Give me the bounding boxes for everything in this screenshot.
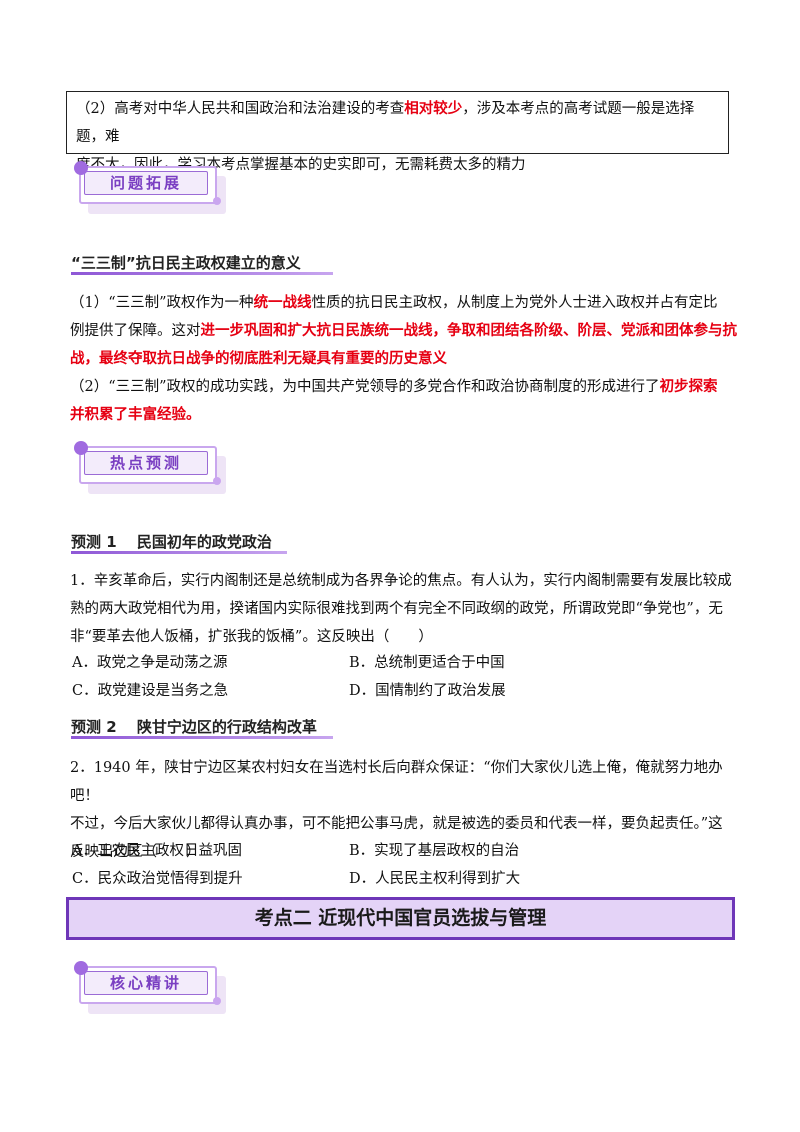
- predict1-title: 预测 1 民国初年的政党政治: [71, 533, 272, 551]
- badge-dot-icon: [74, 441, 88, 455]
- predict1-option-d: D．国情制约了政治发展: [349, 683, 506, 699]
- predict1-option-a: A．政党之争是动荡之源: [72, 655, 228, 671]
- badge-dot-icon: [213, 477, 221, 485]
- para1-line2: 例提供了保障。这对进一步巩固和扩大抗日民族统一战线，争取和团结各阶级、阶层、党派…: [70, 322, 737, 339]
- badge-dot-icon: [74, 161, 88, 175]
- predict1-underline: [71, 551, 287, 554]
- kaodian2-banner: 考点二 近现代中国官员选拔与管理: [66, 897, 735, 940]
- predict1-option-c: C．政党建设是当务之急: [72, 683, 229, 699]
- note-line-1: （2）高考对中华人民共和国政治和法治建设的考查相对较少，涉及本考点的高考试题一般…: [76, 100, 695, 145]
- section-title-sansanzhi: “三三制”抗日民主政权建立的意义: [71, 254, 301, 272]
- predict2-question: 2．1940 年，陕甘宁边区某农村妇女在当选村长后向群众保证：“你们大家伙儿选上…: [70, 754, 746, 866]
- predict1-question: 1．辛亥革命后，实行内阁制还是总统制成为各界争论的焦点。有人认为，实行内阁制需要…: [70, 567, 740, 651]
- predict2-option-a: A．工农民主政权日益巩固: [72, 843, 242, 859]
- predict2-option-b: B．实现了基层政权的自治: [349, 843, 520, 859]
- question-line: 不过，今后大家伙儿都得认真办事，可不能把公事马虎，就是被选的委员和代表一样，要负…: [70, 816, 723, 832]
- question-line: 1．辛亥革命后，实行内阁制还是总统制成为各界争论的焦点。有人认为，实行内阁制需要…: [70, 573, 732, 589]
- badge-label: 核心精讲: [84, 971, 208, 995]
- predict2-option-d: D．人民民主权利得到扩大: [349, 871, 521, 887]
- badge-dot-icon: [74, 961, 88, 975]
- question-line: 熟的两大政党相代为用，揆诸国内实际很难找到两个有完全不同政纲的政党，所谓政党即“…: [70, 601, 723, 617]
- predict1-option-b: B．总统制更适合于中国: [349, 655, 505, 671]
- section1-paragraphs: （1）“三三制”政权作为一种统一战线性质的抗日民主政权，从制度上为党外人士进入政…: [70, 289, 740, 429]
- predict2-title: 预测 2 陕甘宁边区的行政结构改革: [71, 718, 317, 736]
- para1-line3: 战，最终夺取抗日战争的彻底胜利无疑具有重要的历史意义: [70, 350, 447, 367]
- para2-line2: 并积累了丰富经验。: [70, 406, 201, 423]
- badge-wenti-tuozhan: 问题拓展: [74, 161, 231, 218]
- badge-dot-icon: [213, 197, 221, 205]
- predict2-option-c: C．民众政治觉悟得到提升: [72, 871, 243, 887]
- badge-label: 问题拓展: [84, 171, 208, 195]
- question-line: 2．1940 年，陕甘宁边区某农村妇女在当选村长后向群众保证：“你们大家伙儿选上…: [70, 760, 723, 804]
- question-line: 非“要革去他人饭桶，扩张我的饭桶”。这反映出（ ）: [70, 629, 433, 645]
- badge-label: 热点预测: [84, 451, 208, 475]
- note-box: （2）高考对中华人民共和国政治和法治建设的考查相对较少，涉及本考点的高考试题一般…: [66, 91, 729, 173]
- para1-line1: （1）“三三制”政权作为一种统一战线性质的抗日民主政权，从制度上为党外人士进入政…: [70, 294, 718, 311]
- badge-dot-icon: [213, 997, 221, 1005]
- badge-hexin-jingjiang: 核心精讲: [74, 961, 231, 1018]
- section-title-underline: [71, 272, 333, 275]
- para2-line1: （2）“三三制”政权的成功实践，为中国共产党领导的多党合作和政治协商制度的形成进…: [70, 378, 718, 395]
- question-line: 反映出边区（ ）: [70, 844, 201, 860]
- badge-redian-yuce: 热点预测: [74, 441, 231, 498]
- predict2-underline: [71, 736, 333, 739]
